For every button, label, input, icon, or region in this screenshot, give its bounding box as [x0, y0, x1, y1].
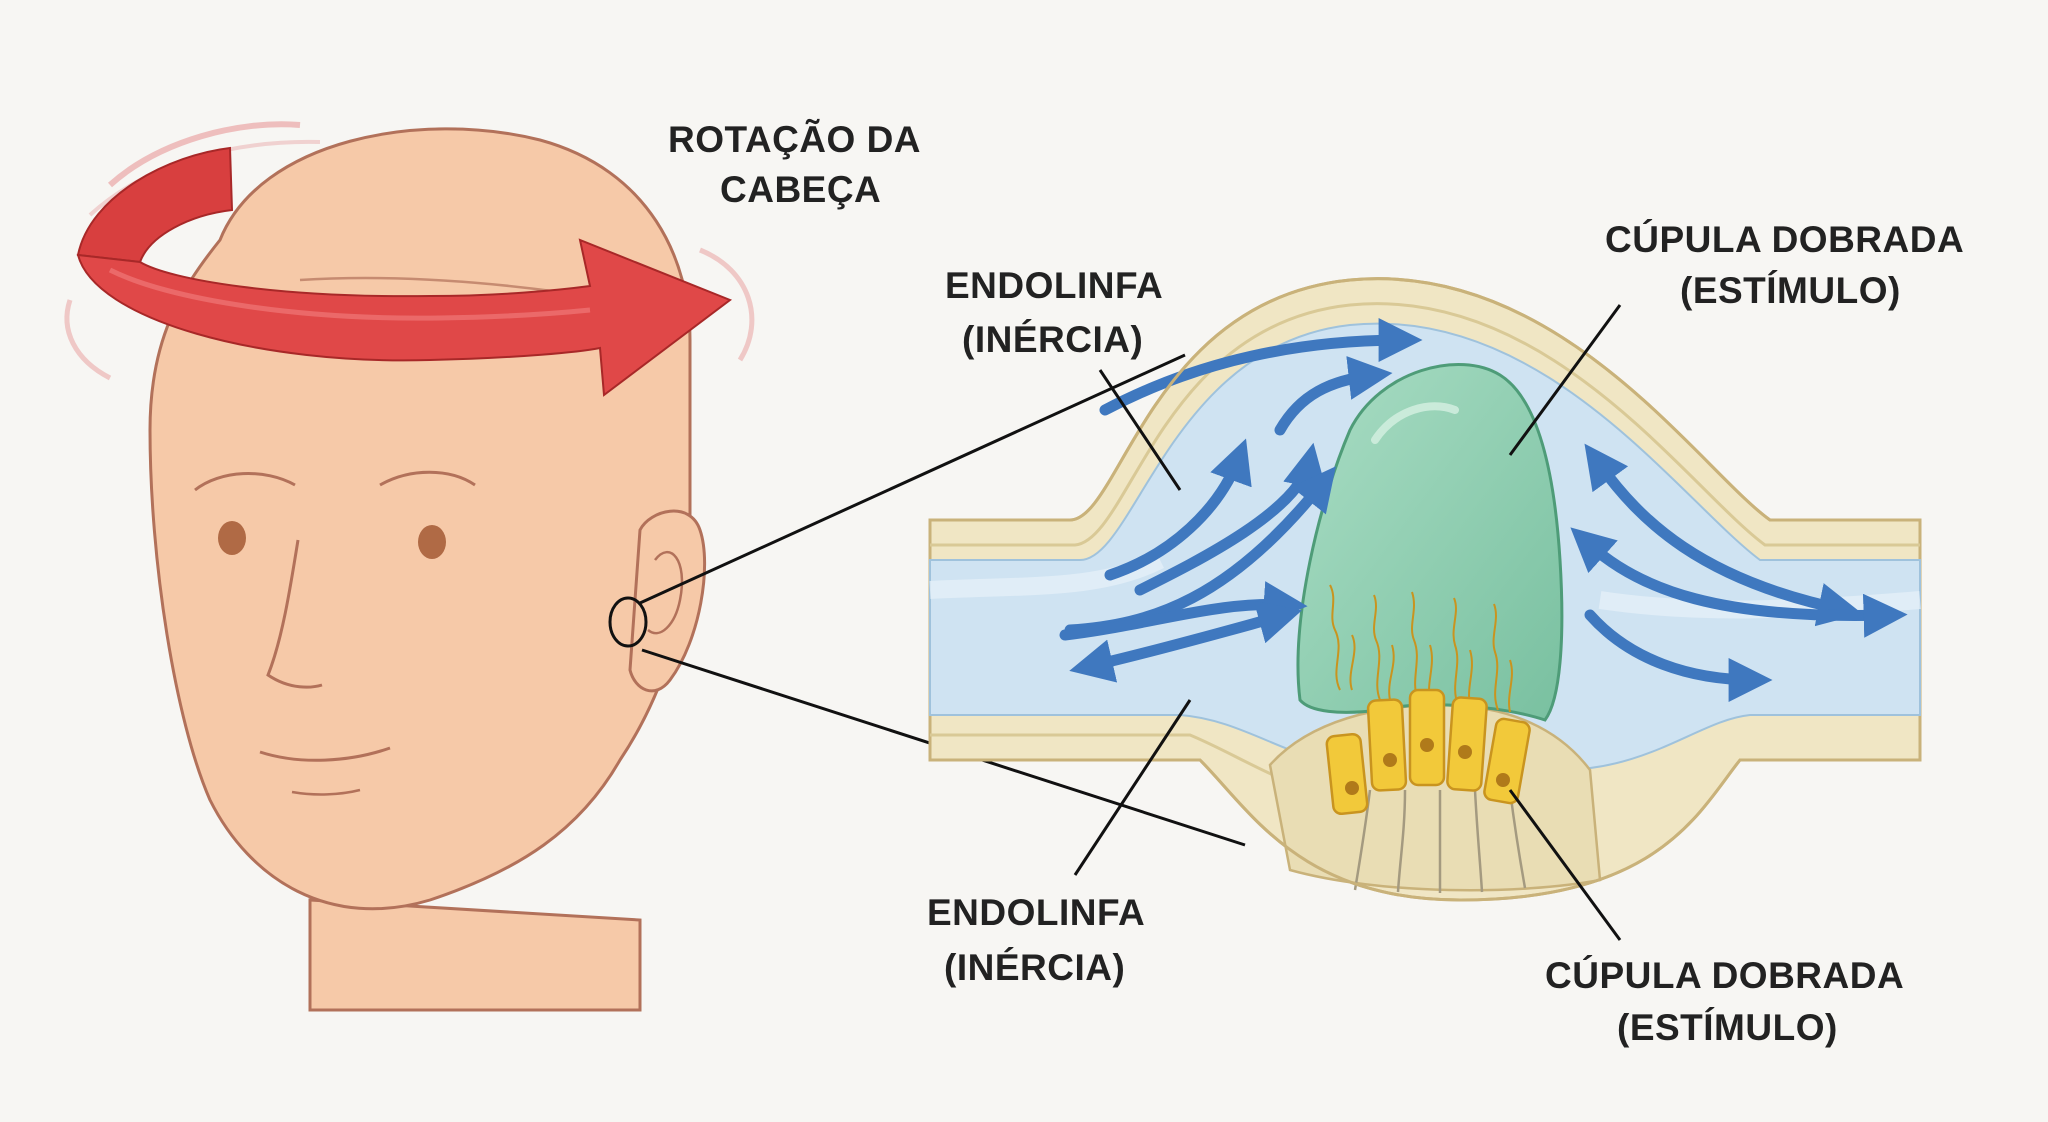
leader-cupula-bottom [1508, 789, 1622, 941]
label-rotation-line1: ROTAÇÃO DA [668, 118, 921, 160]
label-rotation-line2: CABEÇA [720, 169, 881, 210]
label-endolymph-bottom-line2: (INÉRCIA) [944, 947, 1125, 988]
flow-arrows [1059, 318, 1908, 702]
hair-cell [1325, 732, 1369, 816]
label-cupula-bottom: CÚPULA DOBRADA (ESTÍMULO) [1545, 954, 1904, 1048]
canal-outline [930, 277, 1920, 902]
label-endolymph-top-line2: (INÉRCIA) [962, 319, 1143, 360]
hair-cell [1408, 688, 1446, 787]
label-endolymph-bottom: ENDOLINFA (INÉRCIA) [927, 892, 1145, 988]
hair-cell-nucleus [1345, 781, 1359, 795]
flow-arrow [1069, 600, 1302, 683]
label-cupula-bottom-line2: (ESTÍMULO) [1617, 1007, 1838, 1048]
label-cupula-top-line2: (ESTÍMULO) [1680, 270, 1901, 311]
zoom-line-top [639, 353, 1186, 605]
hair-cell-nucleus [1383, 753, 1397, 767]
flow-arrow [1104, 438, 1252, 581]
zoom-circle [608, 596, 648, 648]
label-endolymph-bottom-line1: ENDOLINFA [927, 892, 1145, 933]
arrow-highlight [108, 267, 591, 321]
right-eye [418, 525, 446, 559]
label-cupula-top-line1: CÚPULA DOBRADA [1605, 218, 1964, 260]
left-eyebrow [194, 472, 296, 492]
leader-cupula-top [1508, 304, 1622, 456]
head-outline [148, 127, 692, 911]
left-eye [218, 521, 246, 555]
nose [266, 539, 323, 689]
leader-endolymph-bottom [1073, 699, 1192, 876]
motion-blur-back [107, 121, 301, 188]
neck [308, 898, 642, 1012]
label-cupula-bottom-line1: CÚPULA DOBRADA [1545, 954, 1904, 996]
cupula-highlight [1371, 402, 1459, 444]
label-cupula-top: CÚPULA DOBRADA (ESTÍMULO) [1605, 218, 1964, 311]
leader-endolymph-top [1098, 369, 1182, 491]
label-endolymph-top: ENDOLINFA (INÉRCIA) [945, 265, 1163, 360]
motion-blur-left [64, 299, 112, 381]
flow-arrow [1584, 609, 1773, 702]
hair-cell [1446, 696, 1488, 792]
ampulla-illustration [928, 277, 1922, 902]
right-eyebrow [379, 470, 476, 487]
ear-inner [647, 551, 684, 635]
hair-cell [1483, 717, 1531, 805]
hair-cells [1325, 688, 1531, 816]
rotation-arrow [64, 121, 755, 397]
ear [628, 509, 707, 693]
mouth [259, 746, 391, 762]
label-endolymph-top-line1: ENDOLINFA [945, 265, 1163, 306]
stereocilia [1329, 584, 1513, 713]
leader-lines [1073, 304, 1622, 941]
flow-arrow [1274, 356, 1393, 436]
hair-cell-nucleus [1420, 738, 1434, 752]
hair-cell [1366, 698, 1408, 792]
chin-line [291, 788, 361, 796]
forehead-line [299, 276, 561, 294]
label-rotation: ROTAÇÃO DA CABEÇA [668, 118, 921, 210]
hair-cell-nucleus [1458, 745, 1472, 759]
arrow-band-back [76, 146, 234, 264]
flow-arrow [1570, 527, 1908, 638]
flow-arrow [1099, 318, 1423, 416]
motion-blur-right [699, 247, 755, 362]
hair-cell-nucleus [1496, 773, 1510, 787]
